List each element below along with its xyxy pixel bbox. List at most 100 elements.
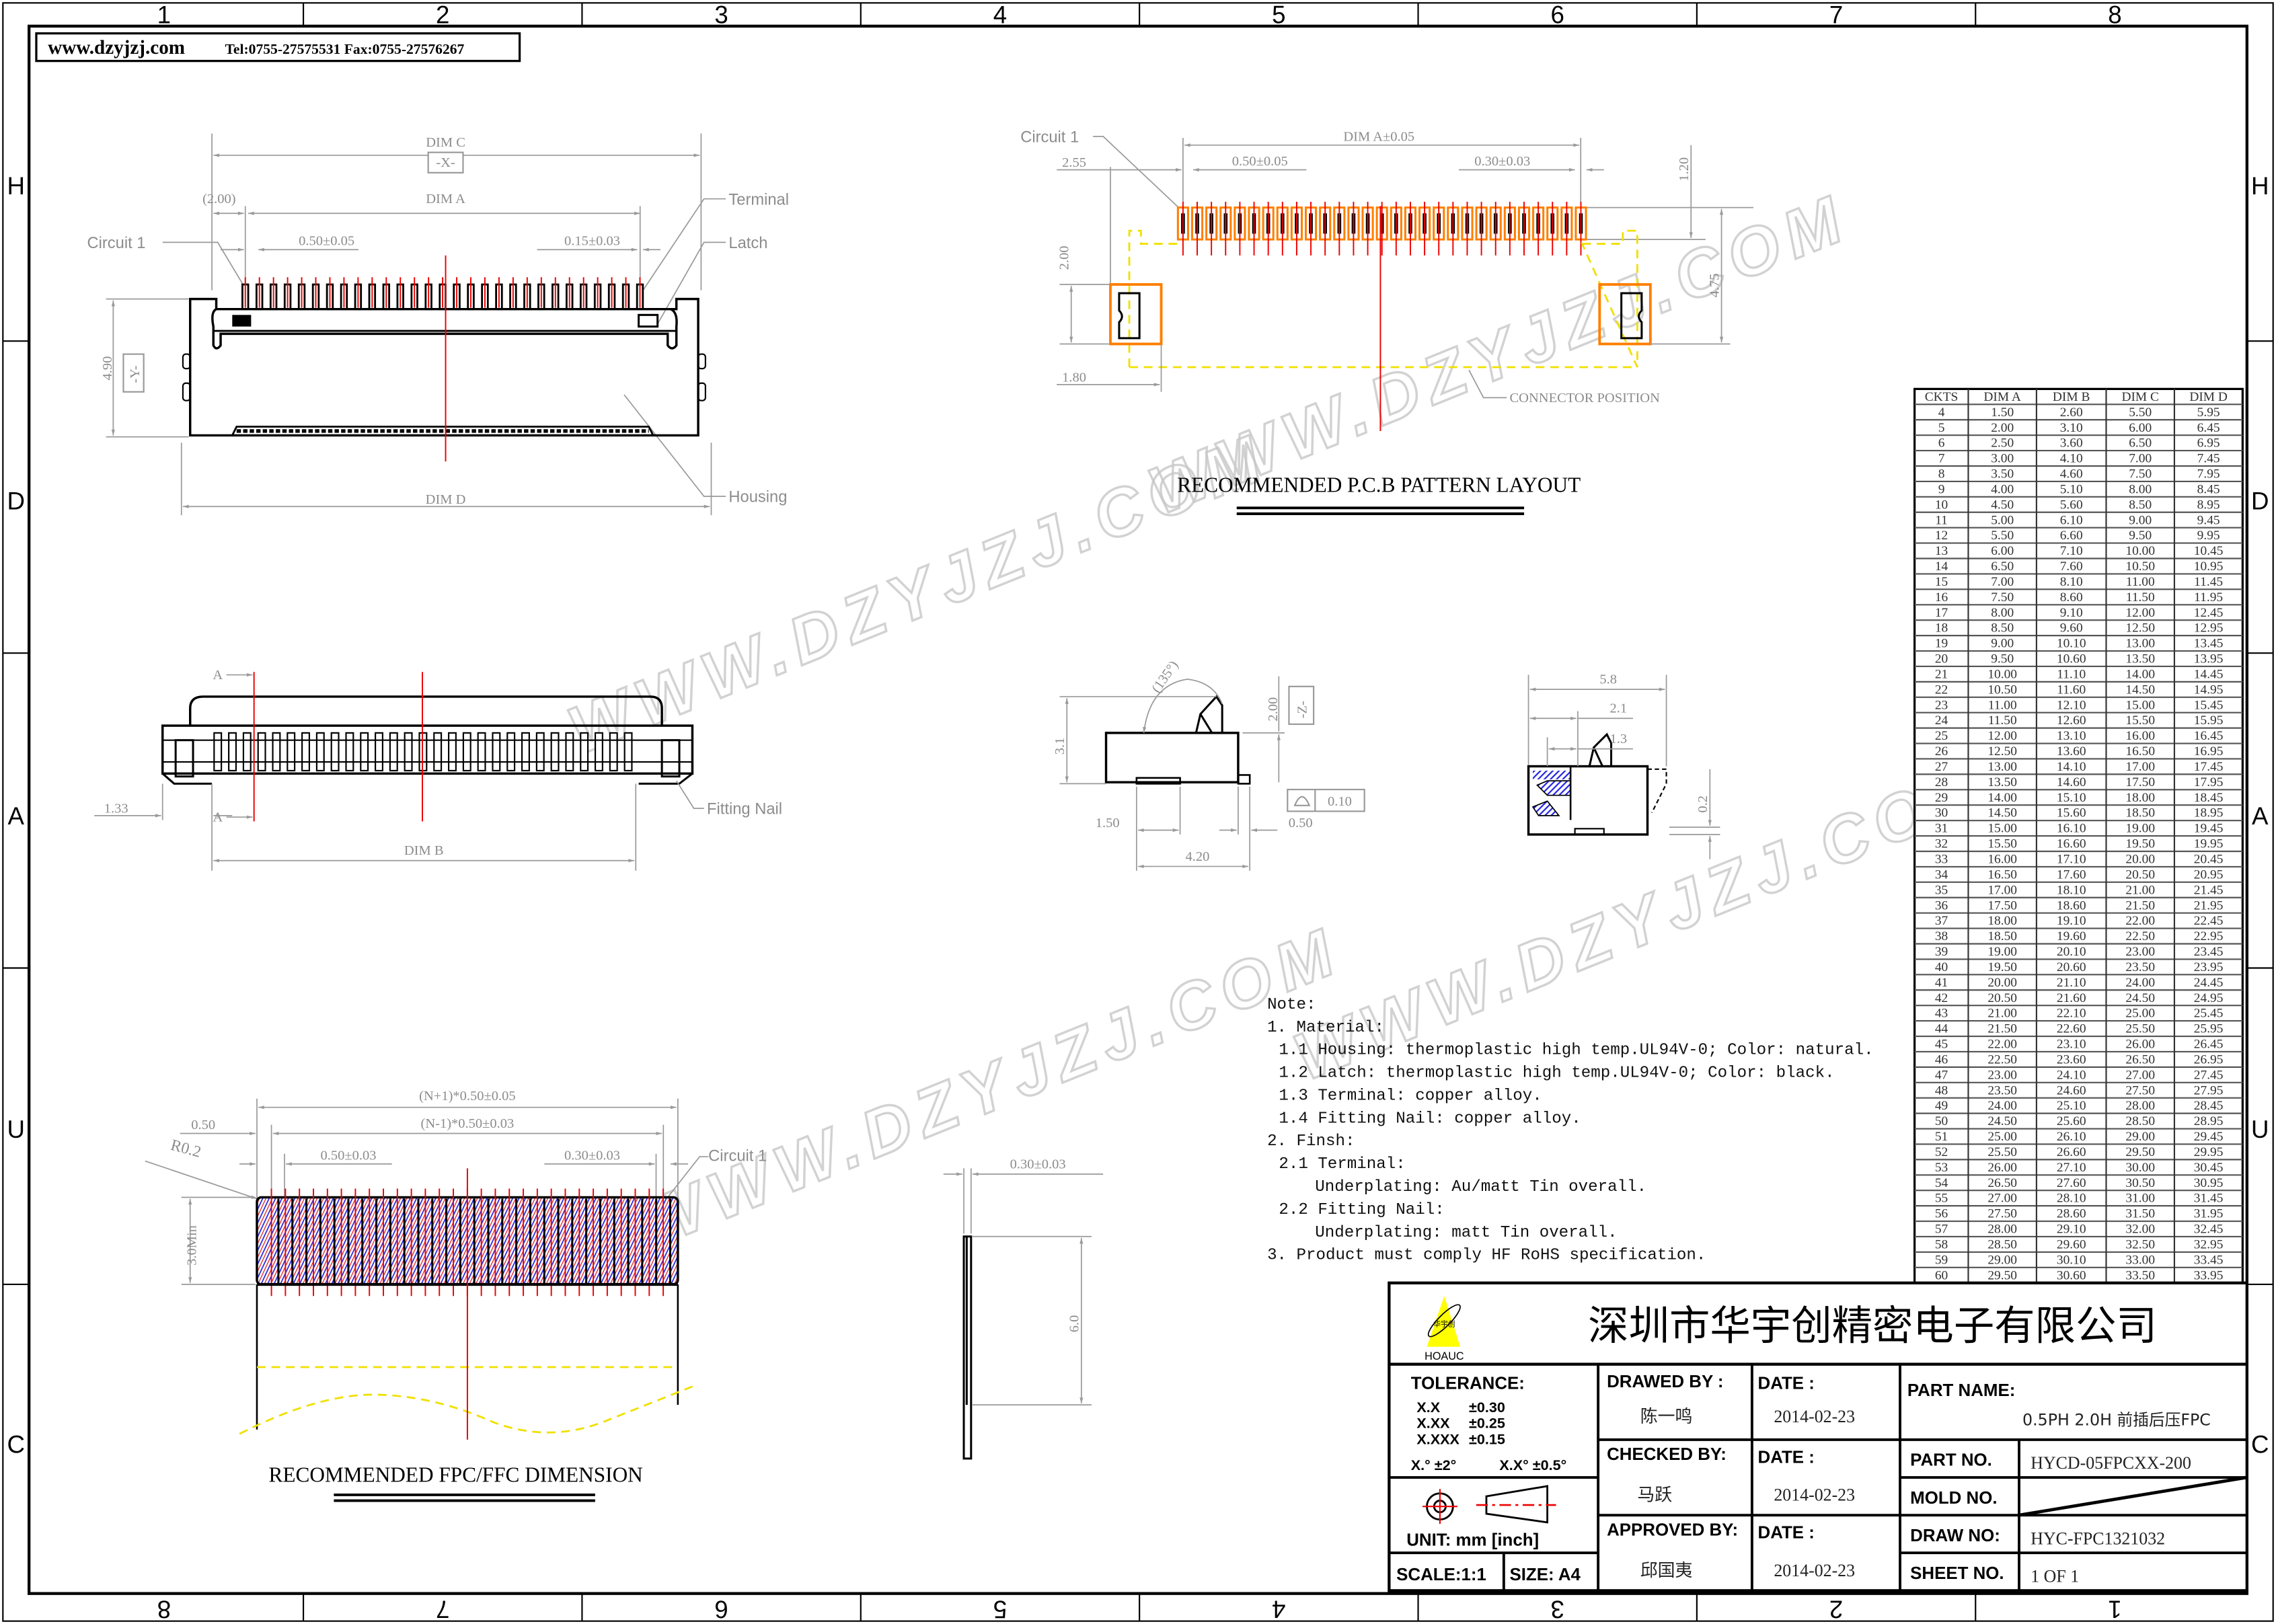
- table-cell: 18.00: [2125, 791, 2155, 805]
- table-cell: 21.10: [2057, 976, 2086, 990]
- table-cell: 7.45: [2197, 452, 2220, 466]
- table-cell: 18.95: [2194, 806, 2224, 820]
- terminal-pin: [360, 732, 369, 772]
- table-cell: 12.95: [2194, 621, 2224, 635]
- table-cell: 22.45: [2194, 914, 2224, 928]
- row-label: C: [7, 1430, 24, 1458]
- table-cell: 7.10: [2060, 544, 2083, 558]
- table-cell: 4.60: [2060, 467, 2083, 481]
- table-cell: 28.10: [2057, 1192, 2086, 1206]
- table-cell: 52: [1935, 1145, 1948, 1159]
- table-cell: 17: [1935, 606, 1948, 620]
- column-label: 8: [2108, 1, 2121, 29]
- table-cell: 21.50: [2125, 898, 2155, 913]
- table-cell: 26.50: [2125, 1052, 2155, 1067]
- part-no: HYCD-05FPCXX-200: [2031, 1453, 2191, 1473]
- table-cell: 5.60: [2060, 498, 2083, 512]
- date-label: DATE :: [1758, 1374, 1815, 1393]
- website: www.dzyjzj.com: [48, 37, 185, 59]
- table-cell: 25: [1935, 729, 1948, 743]
- date-approved: 2014-02-23: [1774, 1561, 1855, 1580]
- table-cell: 13.00: [2125, 637, 2155, 651]
- table-cell: 18.45: [2194, 791, 2224, 805]
- table-cell: 9.95: [2197, 529, 2220, 543]
- date-label: DATE :: [1758, 1524, 1815, 1543]
- terminal-pin: [609, 732, 618, 772]
- terminal-pin: [462, 732, 471, 772]
- pcb-pitch-dim: 0.50±0.05: [1232, 154, 1288, 169]
- header-box: www.dzyjzj.com Tel:0755-27575531 Fax:075…: [35, 32, 521, 63]
- table-cell: 16.45: [2194, 729, 2224, 743]
- table-cell: 44: [1935, 1022, 1948, 1036]
- table-cell: 16: [1935, 590, 1948, 605]
- table-cell: 4.50: [1991, 498, 2014, 512]
- table-cell: 42: [1935, 991, 1948, 1005]
- table-cell: 29: [1935, 791, 1948, 805]
- dim-d-label: DIM D: [426, 492, 466, 507]
- note-line: Note:: [1267, 996, 1316, 1014]
- note-line: Underplating: matt Tin overall.: [1315, 1224, 1617, 1242]
- table-header: DIM B: [2053, 390, 2090, 404]
- table-cell: 16.50: [1987, 867, 2017, 882]
- table-cell: 20.60: [2057, 960, 2086, 974]
- table-cell: 13.00: [1987, 760, 2017, 774]
- table-cell: 6: [1938, 436, 1945, 451]
- pcb-pad-width-dim: 0.30±0.03: [1474, 154, 1530, 169]
- table-cell: 26.60: [2057, 1145, 2086, 1159]
- note-line: 1.3 Terminal: copper alloy.: [1279, 1087, 1542, 1105]
- size-label: SIZE: A4: [1509, 1565, 1581, 1584]
- third-angle-projection-icon: [1422, 1485, 1556, 1524]
- terminal-pin: [315, 732, 325, 772]
- table-cell: 32.45: [2194, 1223, 2224, 1237]
- table-cell: 29.00: [2125, 1130, 2155, 1144]
- table-cell: 19.00: [2125, 822, 2155, 836]
- table-cell: 13: [1935, 544, 1948, 558]
- table-cell: 15.45: [2194, 698, 2224, 712]
- terminal-pin: [433, 732, 443, 772]
- terminal-pin: [492, 732, 501, 772]
- table-cell: 28.00: [1987, 1223, 2017, 1237]
- approved-by: 邱国夷: [1640, 1561, 1693, 1581]
- table-cell: 56: [1935, 1207, 1948, 1221]
- table-cell: 35: [1935, 883, 1948, 897]
- dim-0-2: 0.2: [1696, 796, 1710, 813]
- table-cell: 17.45: [2194, 760, 2224, 774]
- terminal-pin: [213, 732, 223, 772]
- dim-5-8: 5.8: [1599, 672, 1617, 687]
- table-cell: 43: [1935, 1007, 1948, 1021]
- logo-cn: 华宇创: [1433, 1320, 1455, 1329]
- table-cell: 11: [1935, 513, 1948, 527]
- table-cell: 29.50: [2125, 1145, 2155, 1159]
- table-cell: 29.45: [2194, 1130, 2224, 1144]
- table-cell: 22.95: [2194, 929, 2224, 943]
- row-label: C: [2251, 1430, 2269, 1458]
- tolerance-format: X.X: [1416, 1399, 1440, 1416]
- row-label: A: [8, 802, 25, 830]
- table-cell: 12.00: [1987, 729, 2017, 743]
- table-cell: 57: [1935, 1223, 1948, 1237]
- table-cell: 24.95: [2194, 991, 2224, 1005]
- table-cell: 29.00: [1987, 1253, 2017, 1267]
- table-cell: 46: [1935, 1052, 1948, 1067]
- table-cell: 25.60: [2057, 1114, 2086, 1128]
- datum-x: -X-: [436, 155, 455, 170]
- checked-by: 马跃: [1637, 1485, 1672, 1506]
- table-cell: 9: [1938, 482, 1945, 496]
- fpc-edge-dim: 0.50: [191, 1118, 215, 1132]
- table-cell: 1.50: [1991, 405, 2014, 420]
- table-cell: 13.95: [2194, 652, 2224, 666]
- table-cell: 19: [1935, 637, 1948, 651]
- dim-2-1: 2.1: [1610, 701, 1628, 716]
- table-cell: 17.00: [1987, 883, 2017, 897]
- row-label: A: [2252, 802, 2269, 830]
- table-cell: 15.00: [2125, 698, 2155, 712]
- terminal-pin: [242, 732, 252, 772]
- column-label: 8: [157, 1595, 171, 1623]
- table-cell: 12: [1935, 529, 1948, 543]
- terminal-pin: [535, 732, 545, 772]
- notes: Note:1. Material:1.1 Housing: thermoplas…: [1267, 996, 1874, 1265]
- table-cell: 32.50: [2125, 1238, 2155, 1252]
- column-label: 3: [1551, 1595, 1564, 1623]
- table-header: DIM D: [2189, 390, 2228, 404]
